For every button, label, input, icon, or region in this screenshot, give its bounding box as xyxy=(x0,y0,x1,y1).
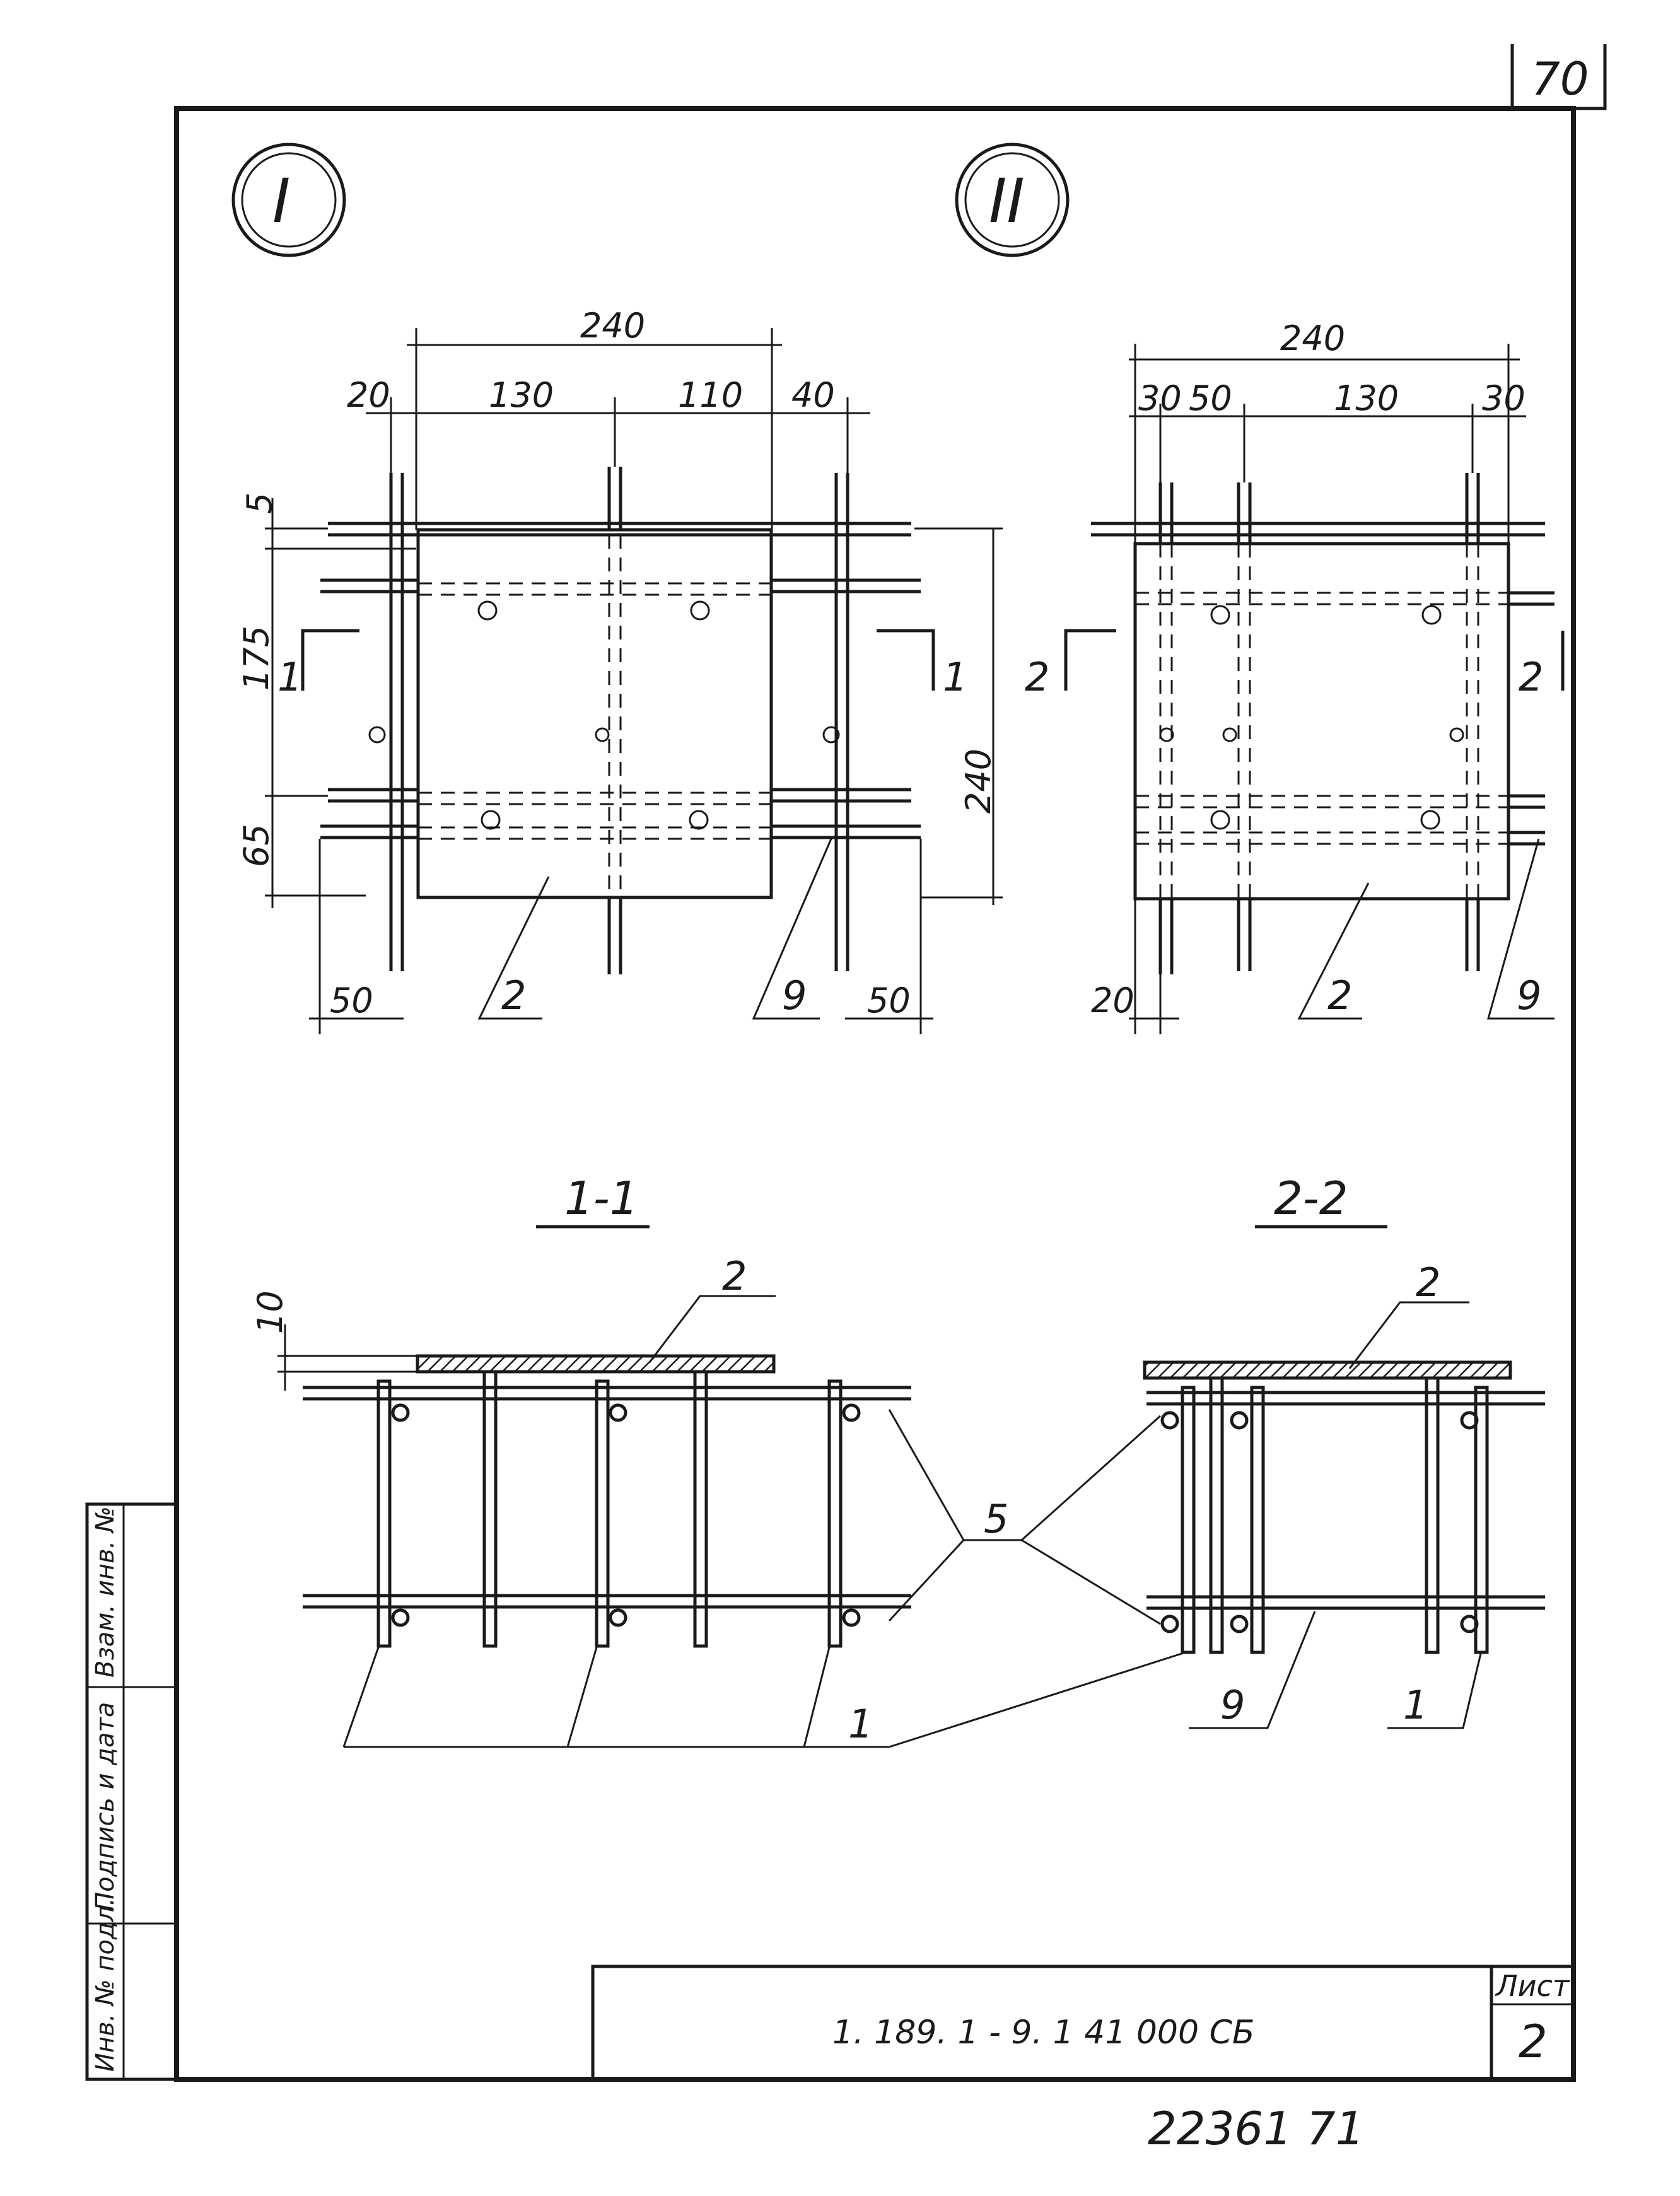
sheet-number-top: 70 xyxy=(1531,52,1589,105)
view1-dim-top-left: 20 xyxy=(347,375,390,415)
view2-dim-overall-top: 240 xyxy=(1280,318,1345,358)
view1-dim-left-bottom: 65 xyxy=(236,824,276,867)
view2-marker-label: II xyxy=(989,166,1025,237)
view1-dim-bottom-left: 50 xyxy=(330,981,373,1020)
view1-plan xyxy=(320,467,921,974)
view1-marker-label: I xyxy=(272,166,290,237)
title-block-sheet-value: 2 xyxy=(1519,2015,1548,2068)
section1-title: 1-1 xyxy=(564,1172,639,1225)
view1-section-mark-left: 1 xyxy=(277,654,302,700)
section-callout-5: 5 xyxy=(984,1496,1008,1542)
view1-dim-overall-top: 240 xyxy=(580,306,645,346)
view1-dimensions xyxy=(265,328,1003,1034)
view2-callout-plate: 2 xyxy=(1327,972,1352,1019)
view1-dim-top-mid-right: 110 xyxy=(678,375,743,415)
section1-drawing xyxy=(277,1295,911,1648)
view1-dim-right-height: 240 xyxy=(959,749,998,814)
view2-dim-bottom-left: 20 xyxy=(1091,981,1135,1020)
view2-dim-top-a: 30 xyxy=(1138,378,1182,418)
view1-section-mark-right: 1 xyxy=(943,654,967,700)
view1-dim-left-top: 5 xyxy=(240,493,279,514)
section2-drawing xyxy=(1143,1301,1545,1654)
sheet-frame xyxy=(174,44,1607,2082)
view2-dim-top-c: 130 xyxy=(1334,378,1399,418)
view2-plan xyxy=(1091,473,1555,974)
view1-dim-top-mid-left: 130 xyxy=(489,375,554,415)
view2-dim-top-b: 50 xyxy=(1189,378,1232,418)
view1-dim-bottom-right: 50 xyxy=(867,981,911,1020)
view2-callout-bar: 9 xyxy=(1517,972,1541,1019)
view2-section-mark-right: 2 xyxy=(1519,654,1543,700)
section-callout-9: 9 xyxy=(1220,1682,1245,1728)
side-stamp-col2: Подпись и дата xyxy=(91,1702,120,1911)
section1-plate-thickness: 10 xyxy=(250,1290,290,1334)
section-callout-1-left: 1 xyxy=(848,1701,873,1747)
title-block-doc-code: 1. 189. 1 - 9. 1 41 000 СБ xyxy=(832,2014,1255,2052)
view2-dimensions xyxy=(1064,344,1565,1034)
side-stamp-col3: Взам. инв. № xyxy=(91,1506,120,1678)
side-stamp xyxy=(85,1502,178,2081)
bottom-number: 22361 71 xyxy=(1148,2102,1365,2155)
section-leaders xyxy=(342,1409,1482,1748)
view1-dim-top-right: 40 xyxy=(791,375,835,415)
section-callout-1-right: 1 xyxy=(1403,1682,1428,1728)
section2-plate-callout: 2 xyxy=(1416,1259,1440,1305)
title-block-sheet-label: Лист xyxy=(1495,1969,1570,2003)
section2-title: 2-2 xyxy=(1274,1172,1348,1225)
title-block xyxy=(591,1965,1575,2081)
section1-plate-callout: 2 xyxy=(722,1253,747,1299)
view1-callout-bar: 9 xyxy=(782,972,807,1019)
view2-section-mark-left: 2 xyxy=(1025,654,1049,700)
view2-marker xyxy=(955,143,1070,257)
view1-dim-left-mid: 175 xyxy=(236,626,276,691)
side-stamp-col1: Инв. № подл. xyxy=(91,1898,120,2072)
view2-dim-top-d: 30 xyxy=(1482,378,1525,418)
view1-marker xyxy=(231,143,346,257)
view1-plate xyxy=(416,528,773,899)
view1-callout-plate: 2 xyxy=(501,972,526,1019)
view2-plate xyxy=(1133,542,1510,901)
